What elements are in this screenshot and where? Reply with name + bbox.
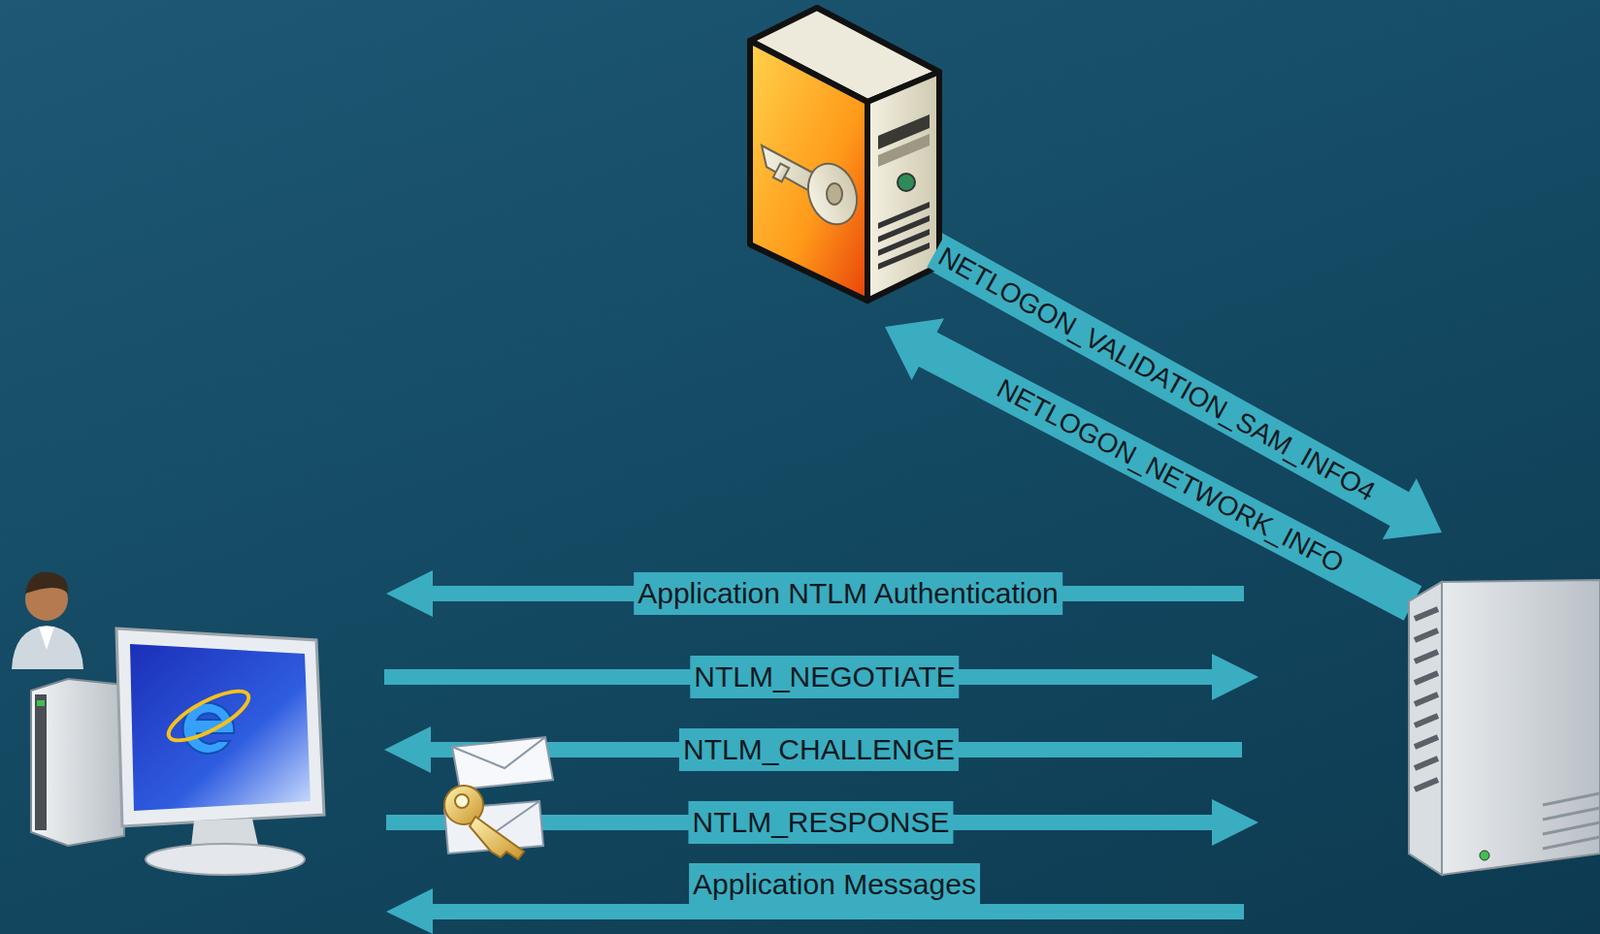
arrow-head <box>386 570 433 618</box>
server-slat <box>1414 780 1438 790</box>
dc-details <box>761 114 930 270</box>
server-slat <box>1414 758 1438 769</box>
application-server <box>1408 580 1600 876</box>
message-label: NTLM_RESPONSE <box>687 801 953 845</box>
arrow-head <box>384 726 431 774</box>
envelope-icons <box>444 737 554 860</box>
server-slat <box>1414 673 1438 684</box>
arrow-head <box>1211 799 1259 847</box>
server-slat <box>1414 737 1438 748</box>
message-label: Application NTLM Authentication <box>633 572 1063 616</box>
client-computer <box>11 572 325 876</box>
server-slat <box>1414 630 1438 641</box>
server-slat <box>1414 609 1438 620</box>
arrow-line <box>426 904 1244 920</box>
arrow-head <box>386 888 433 934</box>
server-slat <box>1414 716 1438 726</box>
arrow-head <box>1211 653 1259 701</box>
message-label: Application Messages <box>688 863 980 907</box>
server-slat <box>1414 652 1438 662</box>
message-label: NTLM_NEGOTIATE <box>689 655 959 699</box>
domain-controller <box>750 7 940 301</box>
server-slat <box>1414 694 1438 705</box>
message-label: NTLM_CHALLENGE <box>679 728 959 772</box>
